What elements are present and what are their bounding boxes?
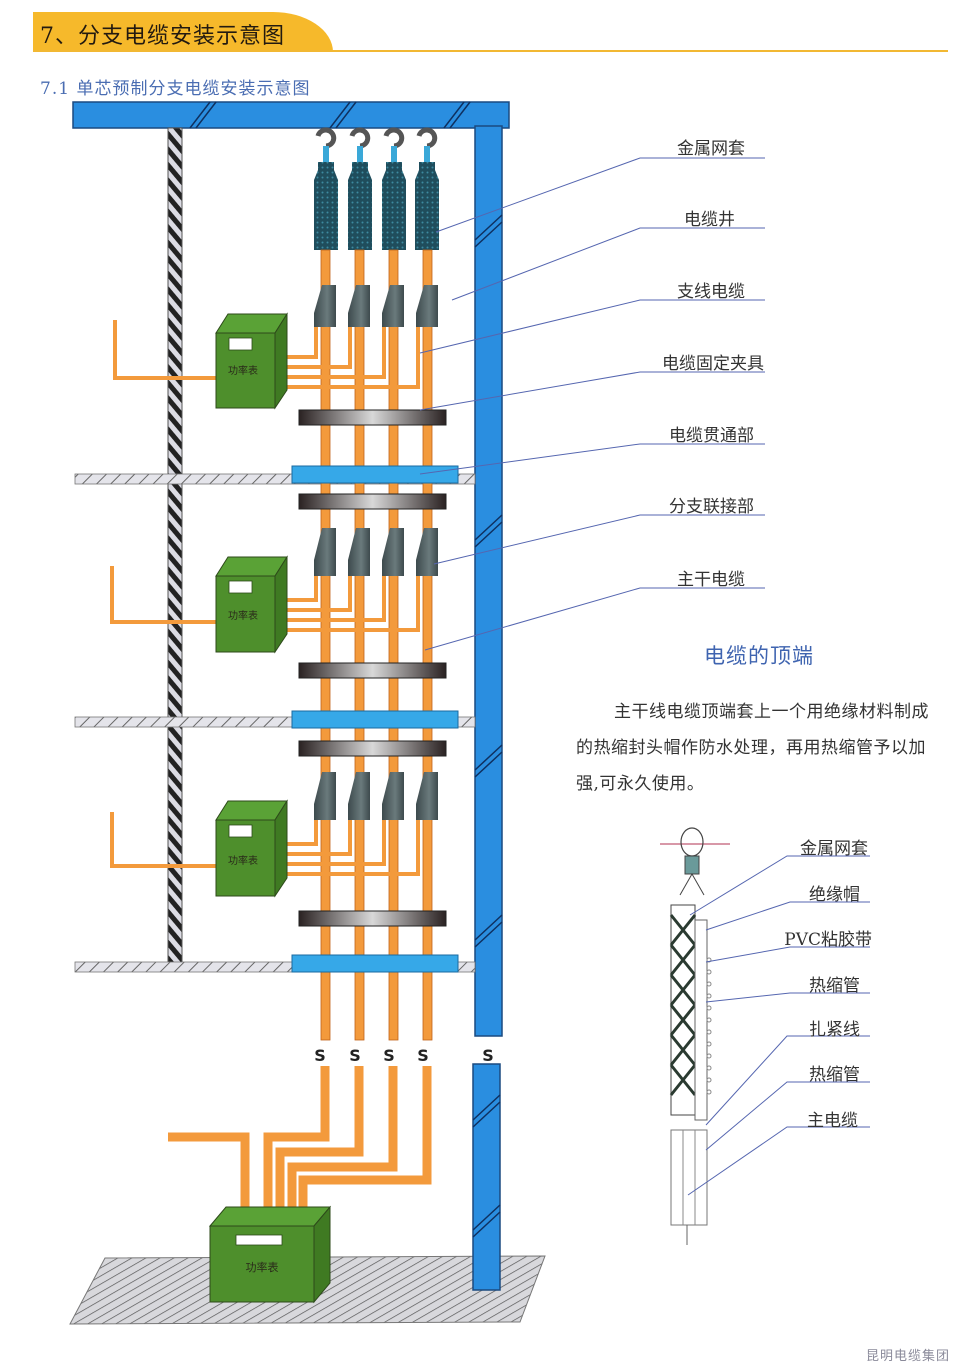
subsection-title: 7.1 单芯预制分支电缆安装示意图: [40, 79, 311, 99]
callout-cable-shaft: 电缆井: [684, 210, 735, 230]
branch-joint: [416, 528, 438, 576]
cable-top-description: 主干线电缆顶端套上一个用绝缘材料制成的热缩封头帽作防水处理，再用热缩管予以加强,…: [576, 702, 929, 794]
callout-metal-mesh: 金属网套: [677, 139, 745, 159]
floor-slab: [74, 961, 476, 973]
floor-slab: [74, 716, 476, 728]
cable-clamp: [298, 409, 447, 426]
callout-leaders: [419, 157, 765, 651]
break-symbol: S: [482, 1046, 494, 1065]
base-power-meter: 功率表: [208, 1205, 332, 1304]
main-cable-line: [422, 249, 433, 1041]
branch-joint: [314, 528, 336, 576]
break-symbol: S: [314, 1046, 326, 1065]
left-support-pole: [167, 127, 183, 969]
pulling-grip: [348, 127, 372, 250]
pulling-grip: [314, 127, 338, 250]
pulling-grip: [415, 127, 439, 250]
cable-clamp: [298, 740, 447, 757]
meter-label: 功率表: [246, 1260, 279, 1274]
callout-pvc-tape: PVC粘胶带: [784, 930, 872, 950]
cable-pulling-grips: [314, 127, 439, 250]
callout-main-power-cable: 主电缆: [807, 1111, 858, 1131]
callout-top-metal-mesh: 金属网套: [800, 839, 868, 859]
branch-joint: [382, 528, 404, 576]
break-symbol: S: [349, 1046, 361, 1065]
floor-slab: [74, 473, 476, 485]
cable-pass-through: [291, 710, 459, 729]
floor-slabs: [74, 473, 476, 973]
branch-joint: [416, 772, 438, 820]
lower-cables: [168, 1066, 432, 1208]
shaft-top-beam: [72, 101, 510, 129]
cable-clamp: [298, 910, 447, 927]
cable-top-detail: [660, 827, 730, 1245]
branch-joint: [348, 772, 370, 820]
callout-main-cable: 主干电缆: [677, 570, 745, 590]
cable-pass-through: [291, 465, 459, 484]
section-title-tab: [33, 12, 333, 52]
callout-branch-cable: 支线电缆: [677, 282, 745, 302]
cable-top-leaders: [687, 855, 870, 1196]
meter-label: 功率表: [228, 854, 258, 867]
section-title: 7、分支电缆安装示意图: [40, 24, 285, 49]
callout-insulating-cap: 绝缘帽: [809, 885, 860, 905]
floor-unit-1: 功率表: [113, 285, 459, 510]
floor-unit-2: 功率表: [110, 528, 459, 757]
callout-heat-shrink-tube-2: 热缩管: [809, 1065, 860, 1085]
callout-binding-wire: 扎紧线: [809, 1020, 860, 1040]
branch-joint: [382, 772, 404, 820]
main-cable-line: [320, 249, 331, 1041]
break-symbol: S: [383, 1046, 395, 1065]
callout-branch-joint: 分支联接部: [669, 497, 754, 517]
main-cables: [320, 249, 433, 1041]
shaft-wall-lower: [472, 1063, 501, 1291]
meter-label: 功率表: [228, 364, 258, 377]
break-marks: S S S S S: [314, 1046, 494, 1065]
callout-heat-shrink-tube-1: 热缩管: [809, 976, 860, 996]
branch-joint: [314, 772, 336, 820]
break-symbol: S: [417, 1046, 429, 1065]
branch-joint: [416, 285, 438, 327]
branch-joint: [348, 285, 370, 327]
callout-cable-pass-through: 电缆贯通部: [669, 426, 754, 446]
meter-label: 功率表: [228, 609, 258, 622]
shaft-wall: [474, 125, 503, 1037]
main-cable-line: [388, 249, 399, 1041]
branch-joint: [348, 528, 370, 576]
cable-clamp: [298, 493, 447, 510]
pulling-grip: [382, 127, 406, 250]
main-cable-line: [354, 249, 365, 1041]
cable-top-heading: 电缆的顶端: [704, 644, 814, 668]
branch-joint: [314, 285, 336, 327]
header-rule: [33, 50, 948, 52]
cable-clamp: [298, 662, 447, 679]
floor-unit-3: 功率表: [110, 772, 459, 973]
callout-cable-clamp: 电缆固定夹具: [662, 354, 764, 374]
publisher-footer: 昆明电缆集团: [865, 1349, 950, 1364]
cable-pass-through: [291, 954, 459, 973]
branch-joint: [382, 285, 404, 327]
